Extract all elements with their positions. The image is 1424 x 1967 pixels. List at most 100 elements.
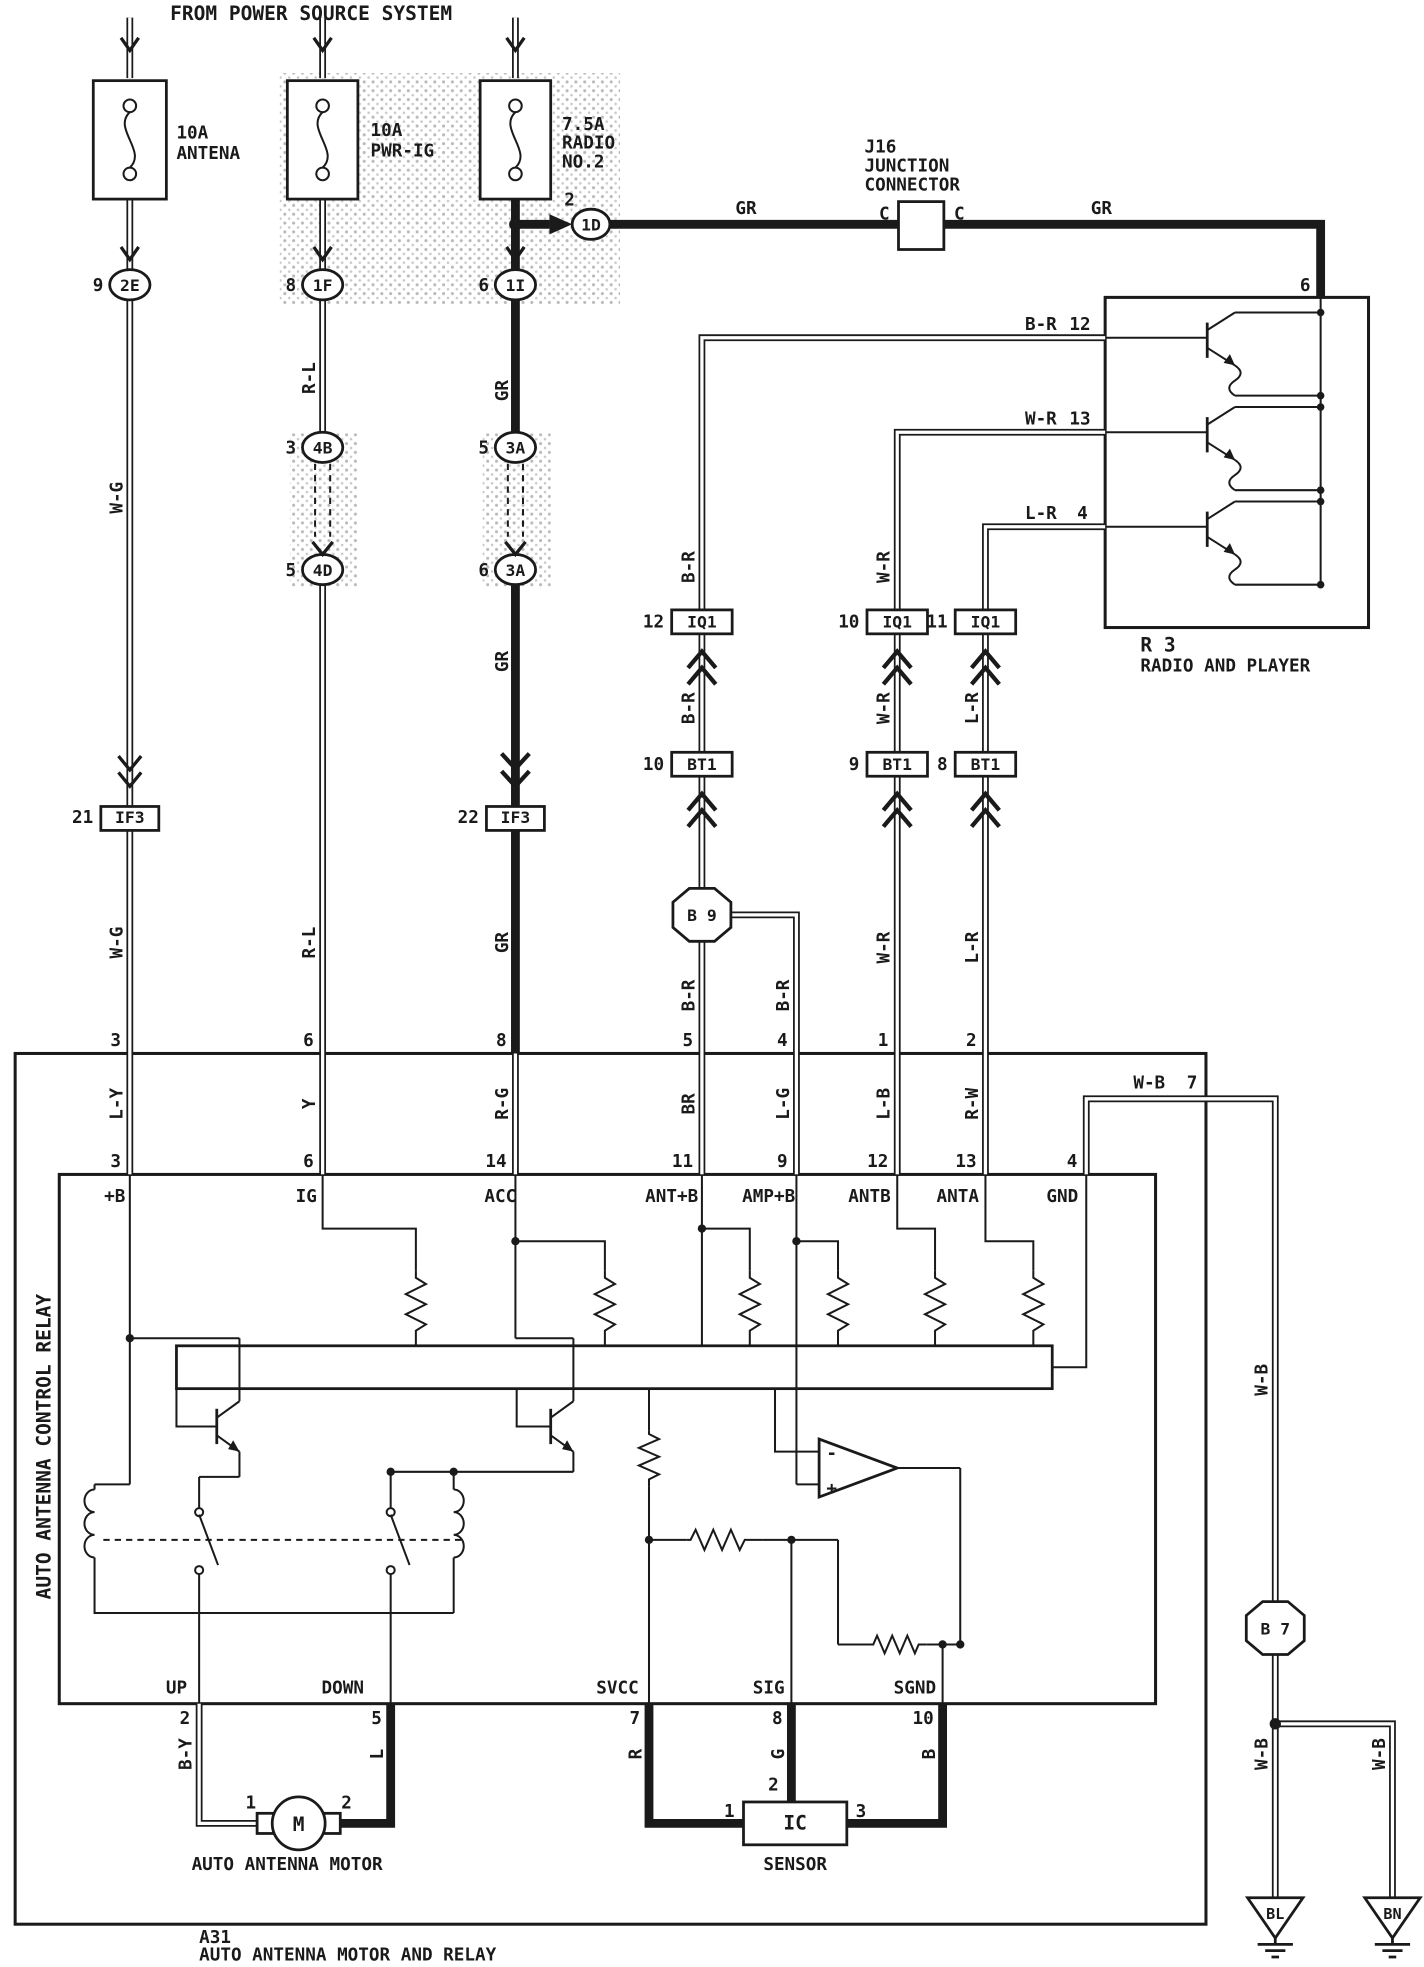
r3-name: RADIO AND PLAYER — [1140, 657, 1310, 677]
bt1-a-id: BT1 — [687, 755, 717, 774]
wire-br-v2: B-R — [679, 692, 699, 724]
down-arrow-icon — [312, 246, 333, 263]
connector-2e — [108, 268, 152, 302]
wire-br-v3: B-R — [679, 979, 699, 1011]
motor-pin-2: 2 — [341, 1793, 352, 1813]
down-arrow-icon — [505, 36, 526, 54]
wire-y: Y — [300, 1098, 320, 1109]
wire-wr-v3: W-R — [875, 931, 895, 963]
connector-b7-id: B 7 — [1260, 1619, 1290, 1638]
arrows — [117, 36, 1001, 829]
bottom-pin-2: 2 — [180, 1709, 191, 1729]
pin-1f: 8 — [286, 276, 297, 296]
inner-pin-4: 4 — [1067, 1152, 1078, 1172]
fuse-pwrig-name: PWR-IG — [371, 141, 435, 161]
up-arrow-icon — [969, 664, 1001, 686]
wire-rl-lower: R-L — [300, 927, 320, 959]
ic-sensor-box — [742, 1800, 849, 1847]
pin-name-acc: ACC — [484, 1187, 516, 1207]
outer-pin-7: 7 — [1187, 1074, 1198, 1094]
connector-2e-id: 2E — [120, 276, 140, 295]
pin-iq1-a: 12 — [643, 613, 664, 633]
fuse-radio-name: RADIO — [562, 134, 615, 154]
inner-relay-box — [57, 1172, 1158, 1706]
inner-pin-13: 13 — [955, 1152, 976, 1172]
outer-pin-4: 4 — [777, 1031, 788, 1051]
connector-1d-id: 1D — [581, 216, 601, 235]
ground-bl — [1244, 1896, 1306, 1959]
motor-symbol-label: M — [293, 1813, 305, 1836]
ground-bn-label: BN — [1383, 1905, 1401, 1923]
bt1-b-box — [865, 750, 929, 778]
fuse-antena-rating: 10A — [176, 124, 208, 144]
wire-rl-upper: R-L — [300, 362, 320, 394]
arrow-into-1d — [549, 214, 573, 235]
r3-wire-br: B-R — [1025, 315, 1057, 335]
inner-pin-9: 9 — [777, 1152, 788, 1172]
inner-pin-11: 11 — [672, 1152, 693, 1172]
r3-pin-12: 12 — [1069, 315, 1090, 335]
connector-1i-id: 1I — [506, 276, 526, 295]
pin-2e: 9 — [93, 276, 104, 296]
j16-c-right: C — [954, 204, 965, 224]
wire-wb-top: W-B — [1133, 1074, 1165, 1094]
connector-b9-id: B 9 — [687, 906, 717, 925]
inner-pin-14: 14 — [485, 1152, 506, 1172]
j16-junction-box — [897, 200, 946, 251]
fuse-pwrig-rating: 10A — [371, 121, 403, 141]
pin-iq1-b: 10 — [838, 613, 859, 633]
wire-gr-label-1: GR — [735, 199, 757, 219]
wire-br-v4: B-R — [774, 979, 794, 1011]
wire-ly: L-Y — [107, 1088, 127, 1120]
pin-1i: 6 — [478, 276, 489, 296]
sensor-name: SENSOR — [763, 1855, 827, 1875]
pin-if3-left: 21 — [72, 808, 93, 828]
bottom-pin-8: 8 — [772, 1709, 783, 1729]
connector-3a-dn-id: 3A — [506, 561, 526, 580]
opamp-minus: - — [826, 1444, 837, 1464]
relay-unit-outline — [13, 1051, 1208, 1926]
pin-name-svcc: SVCC — [596, 1679, 638, 1699]
fuse-radio-name2: NO.2 — [562, 153, 604, 173]
double-down-arrow-icon — [117, 771, 143, 789]
bottom-pin-10: 10 — [913, 1709, 934, 1729]
motor-name: AUTO ANTENNA MOTOR — [192, 1855, 383, 1875]
j16-line2: CONNECTOR — [864, 175, 960, 195]
wire-rg: R-G — [493, 1088, 513, 1120]
j16-id: J16 — [864, 137, 896, 157]
up-arrow-icon — [686, 790, 718, 812]
connector-4b — [301, 430, 345, 464]
connector-1i — [493, 268, 537, 302]
pin-name-down: DOWN — [322, 1679, 364, 1699]
pin-name-ig: IG — [296, 1187, 317, 1207]
iq1-c-id: IQ1 — [971, 613, 1001, 632]
r3-id: R 3 — [1140, 633, 1175, 656]
wire-b: B — [920, 1749, 940, 1760]
wire-wr-v2: W-R — [875, 692, 895, 724]
up-arrow-icon — [969, 790, 1001, 812]
down-arrow-icon — [311, 540, 334, 558]
fuse-pwr-ig — [285, 79, 360, 201]
up-arrow-icon — [969, 648, 1001, 670]
inner-pin-3: 3 — [110, 1152, 121, 1172]
inner-pin-12: 12 — [867, 1152, 888, 1172]
ground-bl-label: BL — [1266, 1905, 1284, 1923]
up-arrow-icon — [881, 664, 913, 686]
connector-ovals — [108, 207, 612, 587]
wire-wg-upper: W-G — [107, 482, 127, 514]
iq1-c-box — [953, 608, 1018, 636]
wire-gr-label-2: GR — [1091, 199, 1113, 219]
pin-iq1-c: 11 — [926, 613, 947, 633]
up-arrow-icon — [881, 790, 913, 812]
bt1-c-box — [953, 750, 1018, 778]
connector-1d — [570, 207, 612, 241]
fuse-antena-name: ANTENA — [176, 144, 240, 164]
bt1-b-id: BT1 — [882, 755, 912, 774]
wire-wg-lower: W-G — [107, 927, 127, 959]
fuse-radio-rating: 7.5A — [562, 115, 605, 135]
connector-b7 — [1244, 1600, 1306, 1656]
if3-right-box — [485, 805, 546, 832]
pin-bt1-c: 8 — [937, 755, 948, 775]
r3-pin-13: 13 — [1069, 410, 1090, 430]
connector-3a-up — [493, 430, 537, 464]
